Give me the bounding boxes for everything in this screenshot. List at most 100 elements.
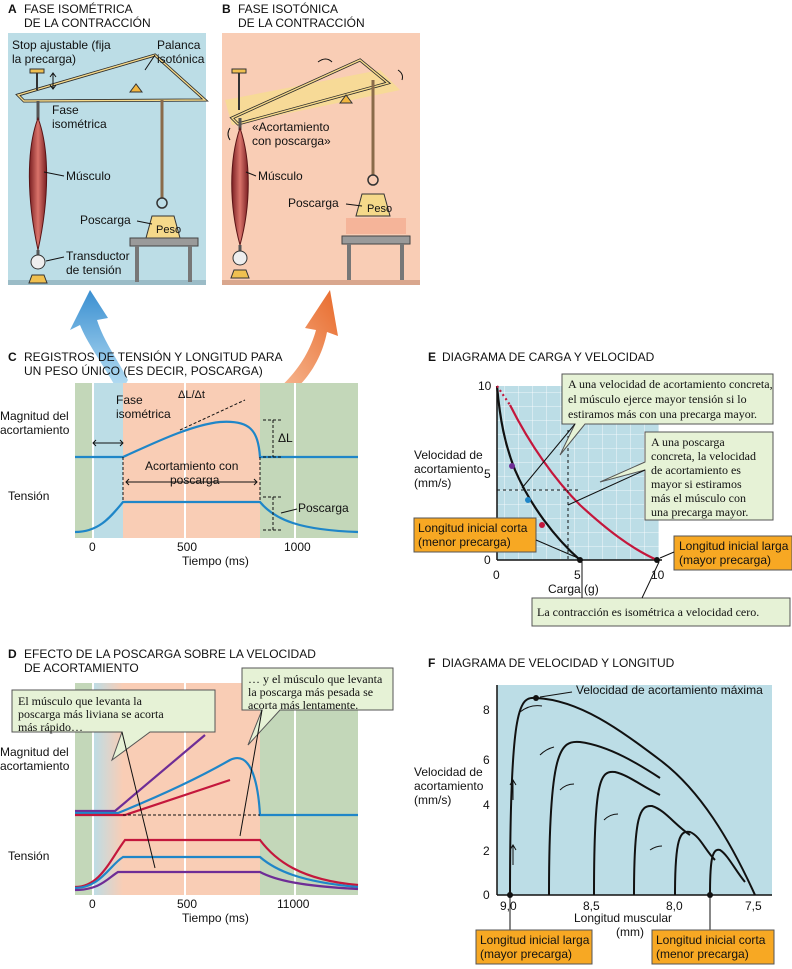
callout-tension	[559, 373, 774, 456]
e-note-top-3: estiramos más con una precarga mayor.	[568, 407, 757, 421]
f-long-1: Longitud inicial larga	[480, 933, 590, 947]
shortening-trace	[75, 420, 358, 459]
c-ylabel-1: Magnitud del	[0, 409, 69, 423]
stop-label-1: Stop ajustable (fija	[12, 38, 111, 52]
c-xlabel: Tiempo (ms)	[182, 554, 249, 568]
f-outer-curve	[509, 696, 756, 896]
medium-tension-trace	[74, 855, 359, 890]
f-xtick-8: 8,0	[666, 899, 683, 913]
c-xtick-0: 0	[89, 540, 96, 554]
d-note-right-3: acorta más lentamente.	[248, 698, 358, 712]
light-load-trace	[75, 734, 206, 813]
tension-transducer	[30, 254, 46, 270]
panel-b-title-2: DE LA CONTRACCIÓN	[238, 15, 365, 30]
panel-a-letter: A	[8, 2, 17, 16]
quote-label-1: «Acortamiento	[252, 120, 330, 134]
e-note-mid-5: más el músculo con	[651, 491, 746, 505]
stop-label-2: la precarga)	[12, 52, 76, 66]
e-note-mid-2: concreta, la velocidad	[651, 449, 756, 463]
muscle-label-b: Músculo	[258, 169, 303, 183]
f-curve-4	[633, 804, 691, 896]
e-ylabel-3: (mm/s)	[414, 476, 451, 490]
light-tension-trace	[74, 870, 359, 892]
d-xtick-0: 0	[89, 897, 96, 911]
panel-c-letter: C	[8, 350, 17, 364]
stop-arrow-icon	[49, 72, 57, 90]
f-up-arrow-icon	[509, 779, 517, 865]
e-ytick-10: 10	[478, 379, 492, 393]
e-xtick-10: 10	[651, 568, 665, 582]
panel-a-title-1: FASE ISOMÉTRICA	[24, 1, 133, 16]
e-long-1: Longitud inicial larga	[679, 539, 789, 553]
panel-b-letter: B	[222, 2, 231, 16]
c-iso-2: isométrica	[116, 407, 171, 421]
callout-velocity	[599, 431, 774, 521]
table	[129, 237, 199, 247]
e-note-mid-3: de acortamiento es	[651, 463, 741, 477]
fulcrum	[129, 83, 143, 93]
d-xlabel: Tiempo (ms)	[182, 911, 249, 925]
lever-label-2: isotónica	[157, 52, 205, 66]
e-note-top-1: A una velocidad de acortamiento concreta…	[568, 377, 773, 391]
panel-e: E DIAGRAMA DE CARGA Y VELOCIDAD A una ve…	[413, 350, 792, 627]
d-note-right-2: la poscarga más pesada se	[248, 685, 373, 699]
f-curve-3	[593, 770, 661, 896]
e-note-mid-1: A una poscarga	[651, 435, 725, 449]
panel-f: F DIAGRAMA DE VELOCIDAD Y LONGITUD Veloc…	[414, 656, 775, 965]
panel-f-title: DIAGRAMA DE VELOCIDAD Y LONGITUD	[442, 656, 675, 670]
e-short-box	[413, 517, 537, 553]
panel-d-title-1: EFECTO DE LA POSCARGA SOBRE LA VELOCIDAD	[24, 647, 316, 661]
c-short-2: poscarga	[170, 473, 220, 487]
lever-label-1: Palanca	[157, 38, 201, 52]
e-xlabel: Carga (g)	[548, 582, 599, 596]
e-note-bottom: La contracción es isométrica a velocidad…	[537, 605, 759, 619]
c-xtick-1: 500	[177, 540, 197, 554]
f-ylabel-1: Velocidad de	[414, 765, 483, 779]
c-short-1: Acortamiento con	[145, 459, 238, 473]
tension-trace	[74, 500, 359, 534]
f-curve-5	[674, 830, 716, 896]
c-dl: ΔL	[278, 431, 293, 445]
medium-load-trace	[75, 757, 358, 817]
e-note-mid-6: una precarga mayor.	[651, 505, 748, 519]
panel-d-letter: D	[8, 647, 17, 661]
f-ytick-2: 2	[483, 844, 490, 858]
d-note-left-3: más rápido…	[18, 720, 83, 734]
e-note-top-2: el músculo ejerce mayor tensión si lo	[568, 392, 747, 406]
muscle-label: Músculo	[66, 169, 111, 183]
f-xtick-75: 7,5	[745, 899, 762, 913]
c-ylabel-2: acortamiento	[0, 423, 70, 437]
e-xtick-5: 5	[574, 568, 581, 582]
transducer-label-2: de tensión	[66, 263, 121, 277]
e-long-2: (mayor precarga)	[679, 553, 771, 567]
f-ylabel-3: (mm/s)	[414, 793, 451, 807]
adjustable-stop	[29, 68, 45, 74]
f-xlabel-2: (mm)	[616, 925, 644, 939]
e-ylabel-2: acortamiento	[414, 462, 484, 476]
e-long-box	[673, 535, 792, 571]
panel-a-title-2: DE LA CONTRACCIÓN	[24, 15, 151, 30]
afterload-label-b: Poscarga	[288, 196, 339, 210]
e-ytick-0: 0	[484, 553, 491, 567]
f-ytick-0: 0	[483, 888, 490, 902]
arrow-to-panel-a	[70, 290, 128, 395]
panel-c-title-2: UN PESO ÚNICO (ES DECIR, POSCARGA)	[24, 363, 263, 378]
c-xtick-2: 1000	[284, 540, 311, 554]
f-ytick-8: 8	[483, 703, 490, 717]
long-length-curve	[509, 404, 658, 562]
d-ylabel-1: Magnitud del	[0, 745, 69, 759]
f-long-2: (mayor precarga)	[480, 947, 572, 961]
c-afterload: Poscarga	[298, 501, 349, 515]
arrow-to-panel-b	[252, 290, 338, 412]
weight-raised	[355, 193, 391, 217]
transducer-label-1: Transductor	[66, 249, 130, 263]
f-curve-6	[709, 848, 746, 896]
d-note-right-1: … y el músculo que levanta	[248, 672, 383, 686]
panel-b: B FASE ISOTÓNICA DE LA CONTRACCIÓN Peso …	[222, 1, 420, 285]
callout-light-load	[11, 689, 216, 762]
panel-c: C REGISTROS DE TENSIÓN Y LONGITUD PARA U…	[0, 349, 359, 568]
e-short-1: Longitud inicial corta	[418, 521, 528, 535]
d-note-left-1: El músculo que levanta la	[18, 694, 143, 708]
afterload-label: Poscarga	[80, 213, 131, 227]
